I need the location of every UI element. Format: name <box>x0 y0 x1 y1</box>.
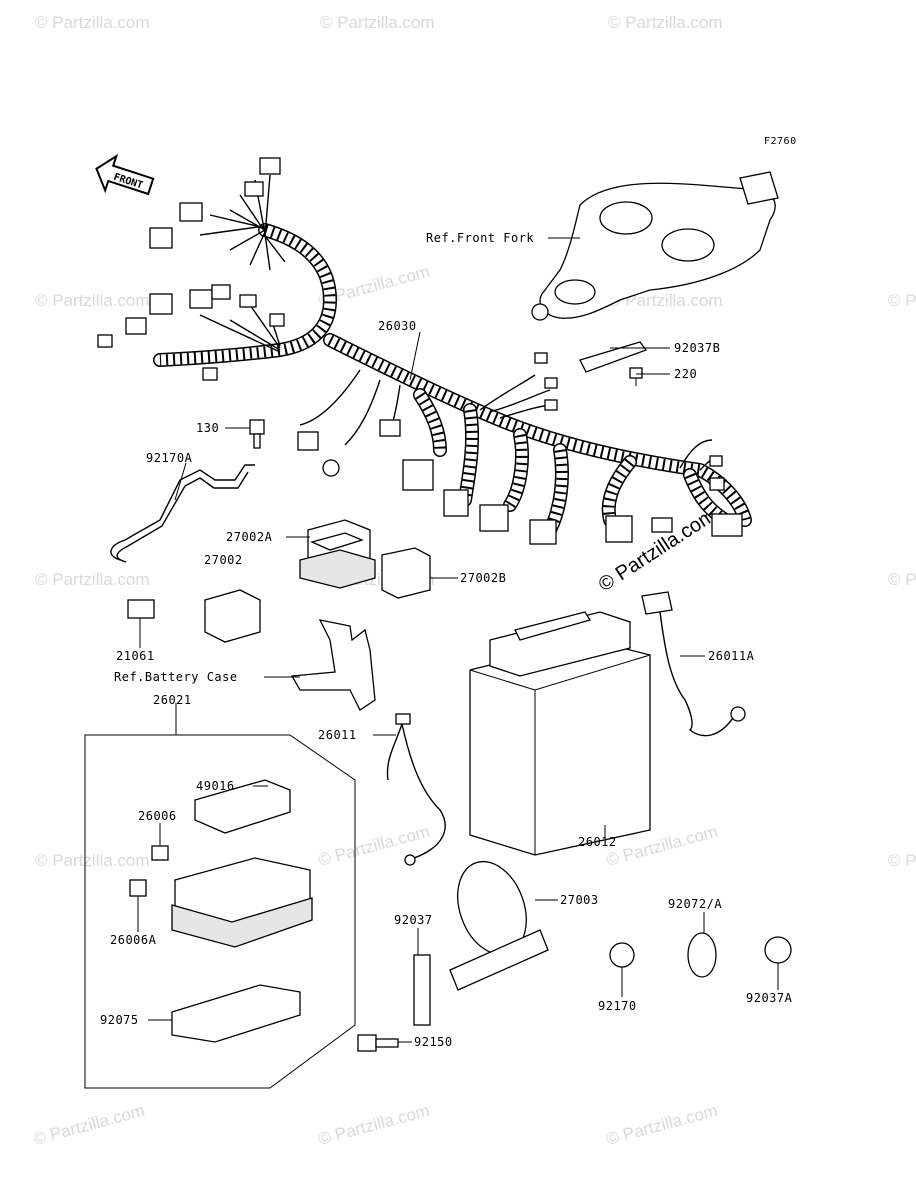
watermark: © Partzilla.com <box>35 570 150 589</box>
fuse-box-26021 <box>171 857 313 948</box>
leader-lines <box>137 237 779 1043</box>
fuse-box-group-outline <box>84 734 356 1089</box>
horn-27003 <box>449 860 549 991</box>
fuse-cover-92075 <box>171 984 301 1043</box>
bracket-92170a <box>110 464 255 561</box>
watermark: © Partzilla.com <box>35 291 150 310</box>
watermark: © Partzilla.com <box>320 13 435 32</box>
bolt-92150 <box>357 1034 399 1052</box>
clamp-92170 <box>609 942 635 968</box>
screw-220 <box>629 367 643 386</box>
part-labels: Ref.Front Fork 26030 92037B 220 130 9217… <box>100 231 793 1049</box>
part-label-26021: 26021 <box>153 693 192 707</box>
front-fork-top <box>531 171 779 321</box>
part-label-92170: 92170 <box>598 999 637 1013</box>
watermark: © Partzilla.com <box>608 291 723 310</box>
band-92072a <box>687 932 717 978</box>
figure-code: F2760 <box>764 136 797 147</box>
part-label-26030: 26030 <box>378 319 417 333</box>
relay-27002 <box>204 589 261 643</box>
watermark: © Partzilla.com <box>316 1101 432 1149</box>
part-label-220: 220 <box>674 367 697 381</box>
diode-21061 <box>127 599 155 619</box>
watermark: © Partzilla.com <box>35 13 150 32</box>
ref-front-fork-label: Ref.Front Fork <box>426 231 534 245</box>
part-label-92150: 92150 <box>414 1035 453 1049</box>
part-label-92075: 92075 <box>100 1013 139 1027</box>
bolt-130 <box>249 419 265 449</box>
battery-26012 <box>469 611 651 856</box>
part-label-26011a: 26011A <box>708 649 755 663</box>
part-label-26006: 26006 <box>138 809 177 823</box>
part-label-92072a: 92072/A <box>668 897 722 911</box>
cable-26011 <box>386 713 446 866</box>
watermark: © Partzilla.com <box>888 851 916 870</box>
part-label-92037b: 92037B <box>674 341 720 355</box>
part-label-26011: 26011 <box>318 728 357 742</box>
bracket-92037 <box>413 954 431 1026</box>
part-label-92037: 92037 <box>394 913 433 927</box>
relay-27002b <box>381 547 431 599</box>
watermark: © Partzilla.com <box>888 570 916 589</box>
part-label-27003: 27003 <box>560 893 599 907</box>
part-label-49016: 49016 <box>196 779 235 793</box>
part-label-27002b: 27002B <box>460 571 506 585</box>
wiring-harness <box>97 157 752 545</box>
clamp-92037a <box>764 936 792 964</box>
part-label-27002: 27002 <box>204 553 243 567</box>
fuse-26006a <box>129 879 147 897</box>
watermark: © Partzilla.com <box>888 291 916 310</box>
ref-battery-case-label: Ref.Battery Case <box>114 670 238 684</box>
part-label-26012: 26012 <box>578 835 617 849</box>
part-label-26006a: 26006A <box>110 933 157 947</box>
watermark: © Partzilla.com <box>608 13 723 32</box>
part-label-92037a: 92037A <box>746 991 793 1005</box>
relay-27002a <box>299 519 376 589</box>
part-label-21061: 21061 <box>116 649 155 663</box>
battery-case-bracket <box>290 619 376 711</box>
fuse-cover-49016 <box>194 779 291 834</box>
part-label-130: 130 <box>196 421 219 435</box>
part-label-27002a: 27002A <box>226 530 273 544</box>
front-arrow-icon: FRONT <box>95 153 155 196</box>
watermark: © Partzilla.com <box>35 851 150 870</box>
part-label-92170a: 92170A <box>146 451 193 465</box>
fuse-26006 <box>151 845 169 861</box>
watermark: © Partzilla.com <box>604 1101 720 1149</box>
cable-26011a <box>641 591 746 737</box>
watermark: © Partzilla.com <box>31 1101 147 1149</box>
